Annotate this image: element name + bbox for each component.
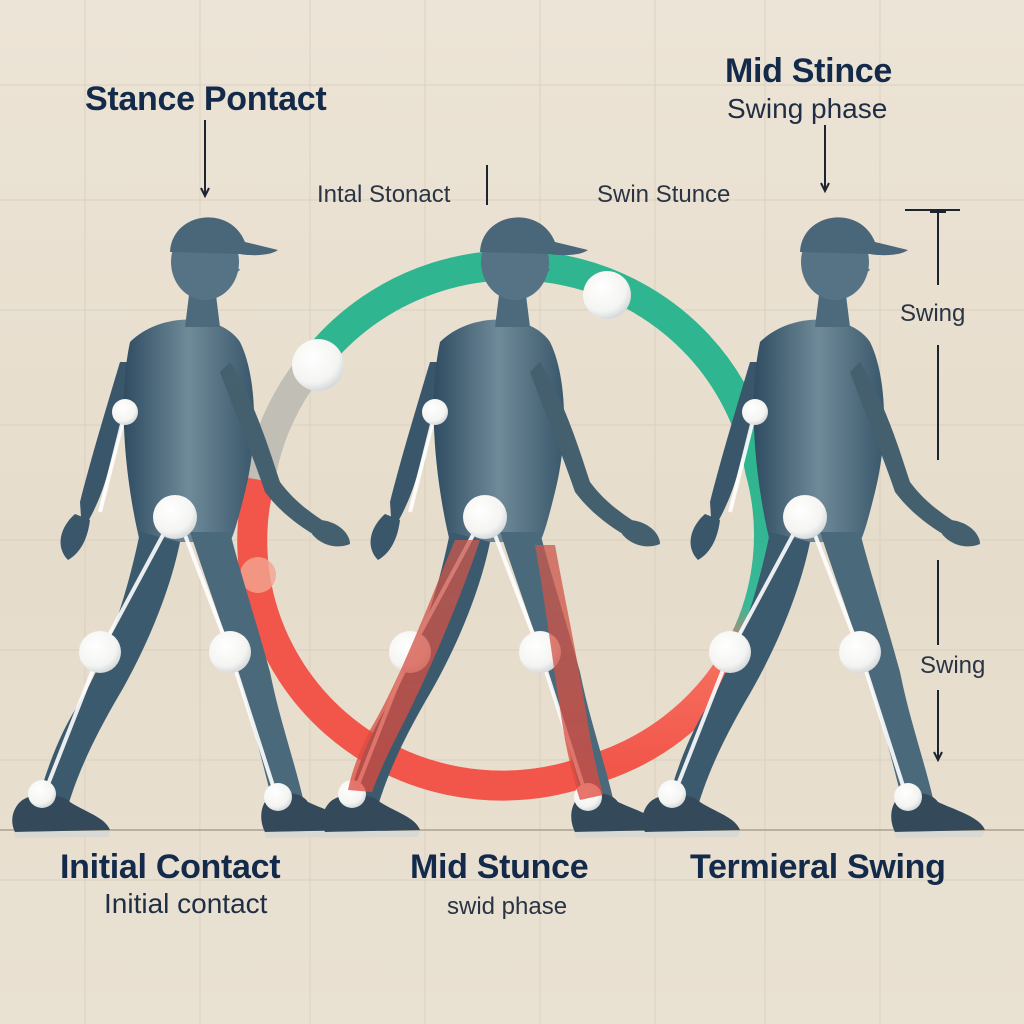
initial-contact-title: Initial Contact [60, 848, 281, 886]
swin-stunce-label: Swin Stunce [597, 181, 731, 208]
swing-phase-label: Swing phase [727, 93, 888, 124]
mid-stince-label: Mid Stince [725, 52, 893, 90]
highlighted-legs [348, 540, 603, 800]
mid-stunce-title: Mid Stunce [410, 848, 589, 886]
initial-contact-subtitle: Initial contact [104, 888, 268, 919]
stance-pontact-label: Stance Pontact [85, 80, 327, 118]
swing-lower-label: Swing [920, 652, 986, 679]
intal-stonact-label: Intal Stonact [317, 181, 451, 208]
arrow-down-icon [200, 120, 960, 763]
termieral-swing-title: Termieral Swing [690, 848, 946, 886]
swing-upper-label: Swing [900, 300, 966, 327]
swid-phase-subtitle: swid phase [447, 893, 568, 920]
